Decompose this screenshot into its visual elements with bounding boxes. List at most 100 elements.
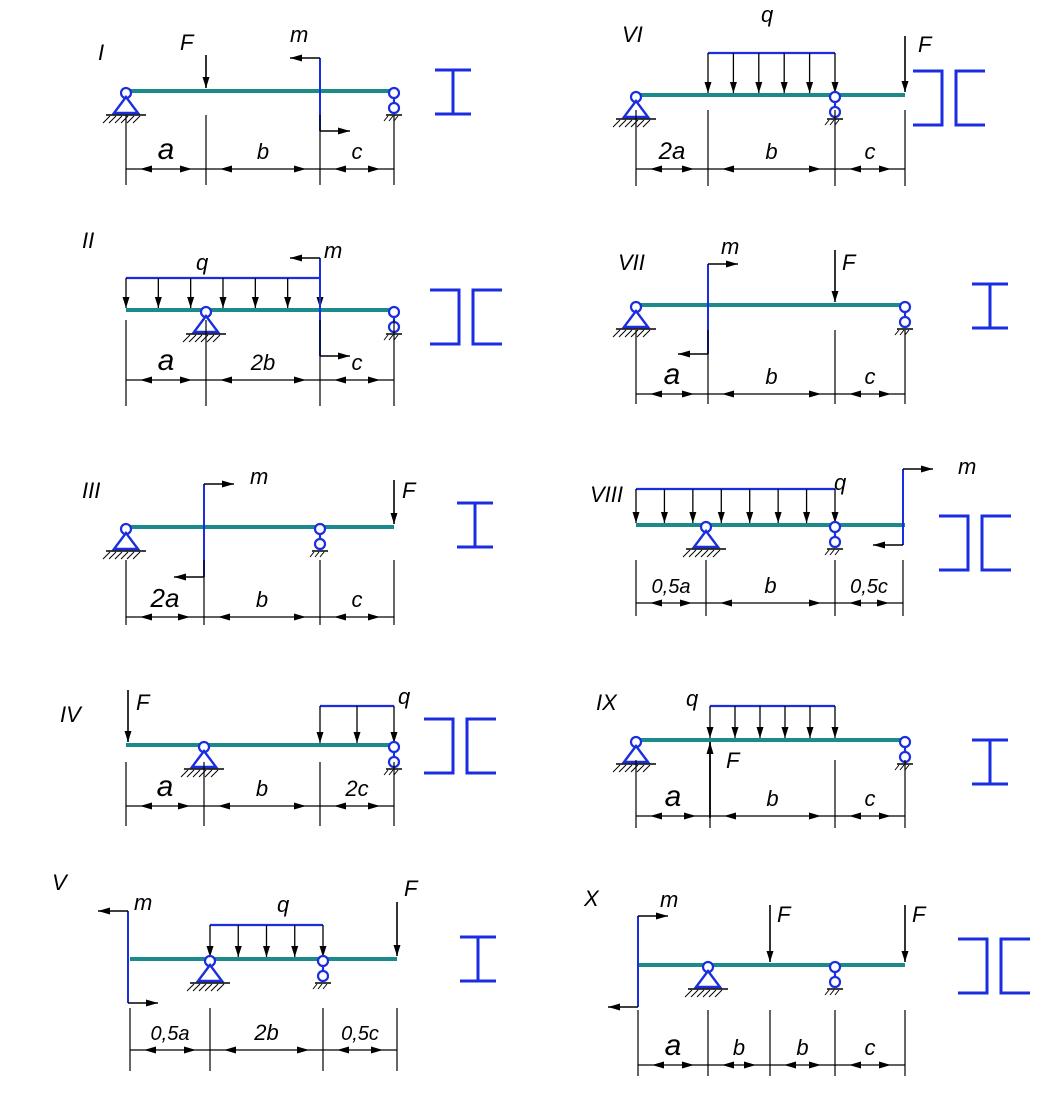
distributed-load-arrowhead xyxy=(316,732,324,743)
dimension-arrowhead xyxy=(334,613,346,621)
roller-top-joint xyxy=(387,740,401,754)
dimension-arrowhead xyxy=(294,802,306,810)
roller-hatch-line xyxy=(383,334,389,341)
roller-hatch-line xyxy=(393,334,399,341)
support-hatch-line xyxy=(612,119,621,128)
span-label: b xyxy=(766,786,778,811)
moment-top-arrowhead xyxy=(290,54,302,62)
span-label: b xyxy=(257,139,269,164)
support-hatch-line xyxy=(624,764,633,773)
roller-hatch-line xyxy=(834,989,840,996)
support-hatch-line xyxy=(206,334,215,343)
moment-label: m xyxy=(721,234,739,259)
roller-support xyxy=(824,520,843,556)
pin-triangle xyxy=(691,529,721,549)
dimension-arrowhead xyxy=(879,390,891,398)
distributed-load-arrowhead xyxy=(660,512,668,523)
dimension-arrowhead xyxy=(652,1061,664,1069)
pin-triangle xyxy=(621,309,651,329)
distributed-load-label: q xyxy=(834,470,847,495)
roller-hatch-line xyxy=(388,769,394,776)
pin-support xyxy=(684,960,728,998)
dimension-arrowhead xyxy=(334,802,346,810)
distributed-load-arrowhead xyxy=(831,727,839,738)
moment-label: m xyxy=(134,890,152,915)
cross-section-ibeam xyxy=(972,282,1008,330)
moment-bottom-arrowhead xyxy=(338,352,350,360)
support-hatch-line xyxy=(186,983,195,992)
support-hatch-line xyxy=(636,119,645,128)
support-hatch-line xyxy=(180,769,189,778)
channel-right xyxy=(471,288,502,346)
dimension-arrowhead xyxy=(368,613,380,621)
distributed-load-q xyxy=(632,487,839,523)
roller-bottom-joint xyxy=(313,537,327,551)
roller-hatch-line xyxy=(824,549,830,556)
span-label: c xyxy=(352,139,363,164)
force-arrowhead xyxy=(901,951,909,962)
distributed-load-arrowhead xyxy=(717,512,725,523)
roller-hatch-line xyxy=(824,119,830,126)
scheme-numeral: VII xyxy=(618,250,645,275)
span-label: c xyxy=(865,1035,876,1060)
support-hatch-line xyxy=(204,769,213,778)
scheme-numeral: IX xyxy=(596,690,618,715)
dimension-arrowhead xyxy=(744,1061,756,1069)
force-arrowhead xyxy=(766,951,774,962)
distributed-load-arrowhead xyxy=(831,512,839,523)
force-F2 xyxy=(901,905,909,962)
support-hatch-line xyxy=(198,769,207,778)
support-hatch-line xyxy=(642,119,651,128)
roller-hatch-line xyxy=(393,115,399,122)
pin-triangle xyxy=(621,744,651,764)
distributed-load-arrowhead xyxy=(291,946,299,957)
dimension-arrowhead xyxy=(140,802,152,810)
dimension-arrowhead xyxy=(368,376,380,384)
roller-hatch-line xyxy=(894,764,900,771)
distributed-load-arrowhead xyxy=(806,82,814,93)
scheme-numeral: X xyxy=(583,886,600,911)
moment-top-arrowhead xyxy=(98,907,110,915)
support-hatch-line xyxy=(618,329,627,338)
moment-bottom-arrowhead xyxy=(873,541,885,549)
scheme-numeral: I xyxy=(98,40,104,65)
support-hatch-line xyxy=(624,329,633,338)
cross-section-channels xyxy=(430,288,502,346)
support-hatch-line xyxy=(200,334,209,343)
force-arrowhead xyxy=(831,291,839,302)
roller-hatch-line xyxy=(829,989,835,996)
roller-bottom-joint xyxy=(387,101,401,115)
support-hatch-line xyxy=(120,115,129,124)
span-label: 0,5a xyxy=(652,576,691,598)
dimension-arrowhead xyxy=(849,812,861,820)
distributed-load-q xyxy=(206,923,327,957)
distributed-load-arrowhead xyxy=(731,727,739,738)
moment-label: m xyxy=(958,454,976,479)
force-arrowhead xyxy=(124,731,132,742)
force-label: F xyxy=(136,690,151,715)
pin-triangle xyxy=(111,95,141,115)
span-label: c xyxy=(865,364,876,389)
span-label: a xyxy=(157,770,174,803)
force-F1 xyxy=(766,905,774,962)
dimension-arrowhead xyxy=(371,1046,383,1054)
scheme-numeral: V xyxy=(52,870,69,895)
span-label: b xyxy=(765,364,777,389)
roller-top-joint xyxy=(898,300,912,314)
support-hatch-line xyxy=(706,549,715,558)
support-hatch-line xyxy=(102,551,111,560)
dimension-arrowhead xyxy=(180,165,192,173)
roller-top-joint xyxy=(828,90,842,104)
cross-section-ibeam xyxy=(457,501,493,549)
distributed-load-q xyxy=(706,704,839,738)
moment-bottom-arrowhead xyxy=(338,127,350,135)
scheme-numeral: IV xyxy=(60,702,83,727)
moment-top-arrowhead xyxy=(290,254,302,262)
roller-hatch-line xyxy=(904,764,910,771)
